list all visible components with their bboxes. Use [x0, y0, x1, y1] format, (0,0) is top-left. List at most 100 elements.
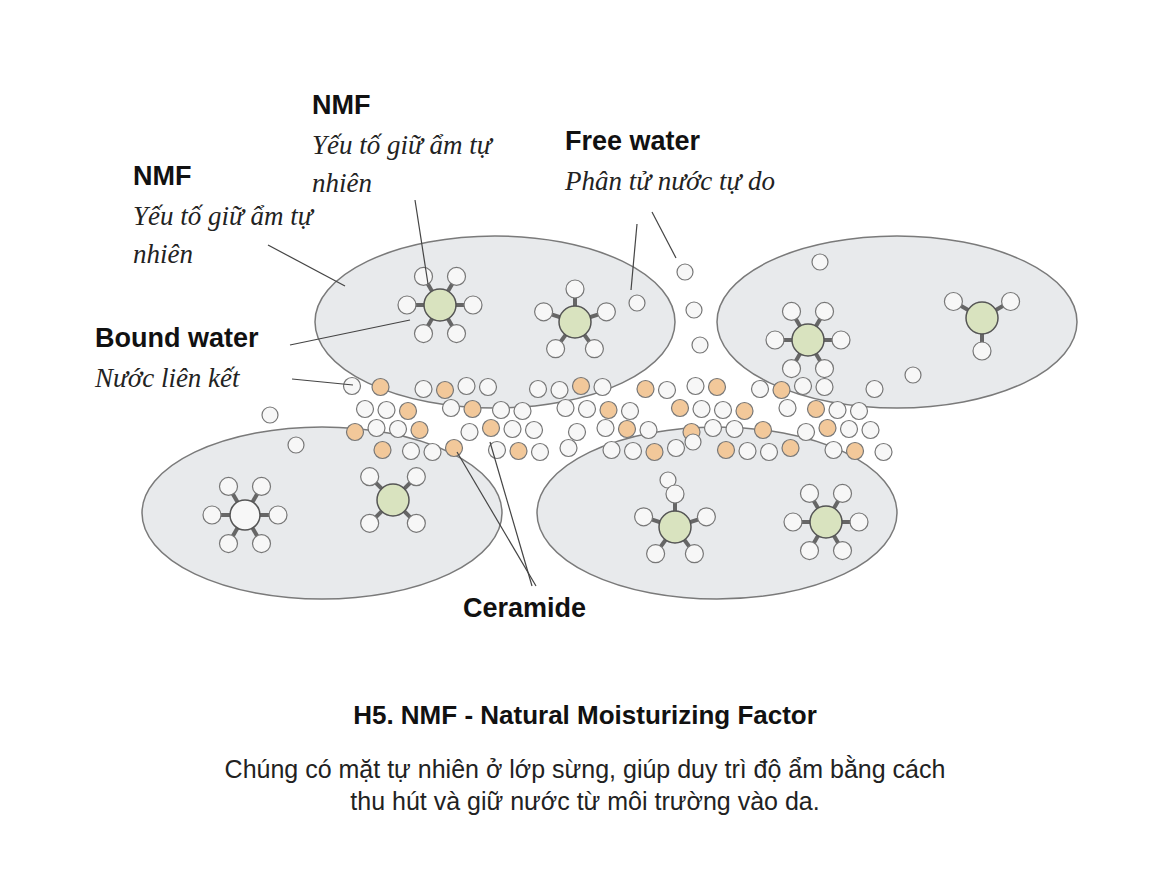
water-molecule: [597, 303, 615, 321]
label-holder: Free water: [565, 124, 700, 158]
bound-water-molecule: [493, 402, 510, 419]
water-molecule: [535, 303, 553, 321]
bound-water-molecule: [659, 382, 676, 399]
ceramide-molecule: [437, 382, 454, 399]
nmf-core: [659, 511, 691, 543]
water-molecule: [361, 468, 379, 486]
water-molecule: [783, 360, 801, 378]
water-molecule: [801, 484, 819, 502]
label-holder: Phân tử nước tự do: [565, 162, 865, 200]
nmf-molecule: [944, 293, 1019, 361]
water-molecule: [464, 296, 482, 314]
bound-water-molecule: [726, 421, 743, 438]
ceramide-molecule: [718, 442, 735, 459]
skin-cell: [142, 427, 502, 599]
water-molecule: [585, 340, 603, 358]
ceramide-molecule: [646, 444, 663, 461]
ceramide-molecule: [600, 402, 617, 419]
water-molecule: [415, 325, 433, 343]
bound-water-molecule: [551, 382, 568, 399]
ceramide-molecule: [755, 422, 772, 439]
nmf-description: Yếu tố giữ ẩm tự nhiên: [312, 126, 507, 202]
bound-water-molecule: [625, 443, 642, 460]
bound-water-molecule: [841, 421, 858, 438]
water-molecule: [832, 331, 850, 349]
water-molecule: [220, 535, 238, 553]
bound-water-molecule: [851, 403, 868, 420]
free-water-description: Phân tử nước tự do: [565, 162, 865, 200]
label-holder: Ceramide: [463, 591, 586, 625]
water-molecule: [783, 302, 801, 320]
nmf-molecule: [361, 468, 426, 533]
bound-water-molecule: [640, 422, 657, 439]
bound-water-molecule: [752, 381, 769, 398]
bound-water-molecule: [579, 401, 596, 418]
bound-water-molecule: [530, 381, 547, 398]
label-holder: NMF: [133, 159, 191, 193]
water-molecule: [647, 545, 665, 563]
water-molecule: [398, 296, 416, 314]
bound-water-molecule: [368, 420, 385, 437]
water-molecule: [269, 506, 287, 524]
bound-water-molecule: [829, 402, 846, 419]
nmf-molecule: [635, 485, 716, 563]
title-holder: H5. NMF - Natural Moisturizing Factor: [0, 700, 1170, 731]
bound-water-molecule: [461, 424, 478, 441]
water-molecule: [801, 542, 819, 560]
water-molecule: [566, 280, 584, 298]
caption-holder: Chúng có mặt tự nhiên ở lớp sừng, giúp d…: [220, 753, 950, 817]
bound-water-molecule: [715, 402, 732, 419]
free-water-molecule: [692, 337, 708, 353]
nmf-molecule: [784, 484, 868, 559]
water-molecule: [816, 360, 834, 378]
water-molecule: [220, 477, 238, 495]
bound-water-molecule: [557, 400, 574, 417]
bound-water-molecule: [424, 444, 441, 461]
ceramide-molecule: [847, 443, 864, 460]
ceramide-molecule: [819, 420, 836, 437]
bound-water-molecule: [668, 440, 685, 457]
leader-line: [290, 320, 410, 345]
bound-water-molecule: [526, 422, 543, 439]
leader-line: [415, 200, 428, 284]
bound-water-molecule: [739, 443, 756, 460]
ceramide-molecule: [510, 443, 527, 460]
nmf-molecule: [535, 280, 616, 358]
ceramide-molecule: [619, 421, 636, 438]
water-molecule: [203, 506, 221, 524]
bound-water-molecule: [357, 401, 374, 418]
nmf-molecule: [766, 302, 850, 377]
nmf-core: [966, 302, 998, 334]
ceramide-molecule: [347, 424, 364, 441]
water-molecule: [666, 485, 684, 503]
ceramide-label: Ceramide: [463, 591, 586, 625]
bound-water-molecule: [816, 379, 833, 396]
nmf-label: NMF: [133, 159, 191, 193]
ceramide-molecule: [374, 442, 391, 459]
bound-water-molecule: [480, 379, 497, 396]
free-water-molecule: [685, 434, 701, 450]
ceramide-molecule: [400, 403, 417, 420]
bound-water-molecule: [825, 442, 842, 459]
water-molecule: [1002, 293, 1020, 311]
ceramide-molecule: [483, 420, 500, 437]
free-water-molecule: [677, 264, 693, 280]
free-water-molecule: [686, 302, 702, 318]
bound-water-molecule: [560, 440, 577, 457]
water-molecule: [415, 267, 433, 285]
bound-water-molecule: [378, 402, 395, 419]
leader-line: [457, 452, 536, 586]
bound-water-molecule: [693, 401, 710, 418]
ceramide-molecule: [411, 422, 428, 439]
bound-water-molecule: [504, 421, 521, 438]
water-molecule: [973, 342, 991, 360]
water-molecule: [766, 331, 784, 349]
water-molecule: [407, 514, 425, 532]
skin-cell: [315, 236, 675, 408]
bound-water-molecule: [594, 379, 611, 396]
free-water-molecule: [288, 437, 304, 453]
leader-line: [490, 442, 532, 586]
water-molecule: [784, 513, 802, 531]
bound-water-molecule: [862, 422, 879, 439]
leader-line: [652, 212, 676, 258]
